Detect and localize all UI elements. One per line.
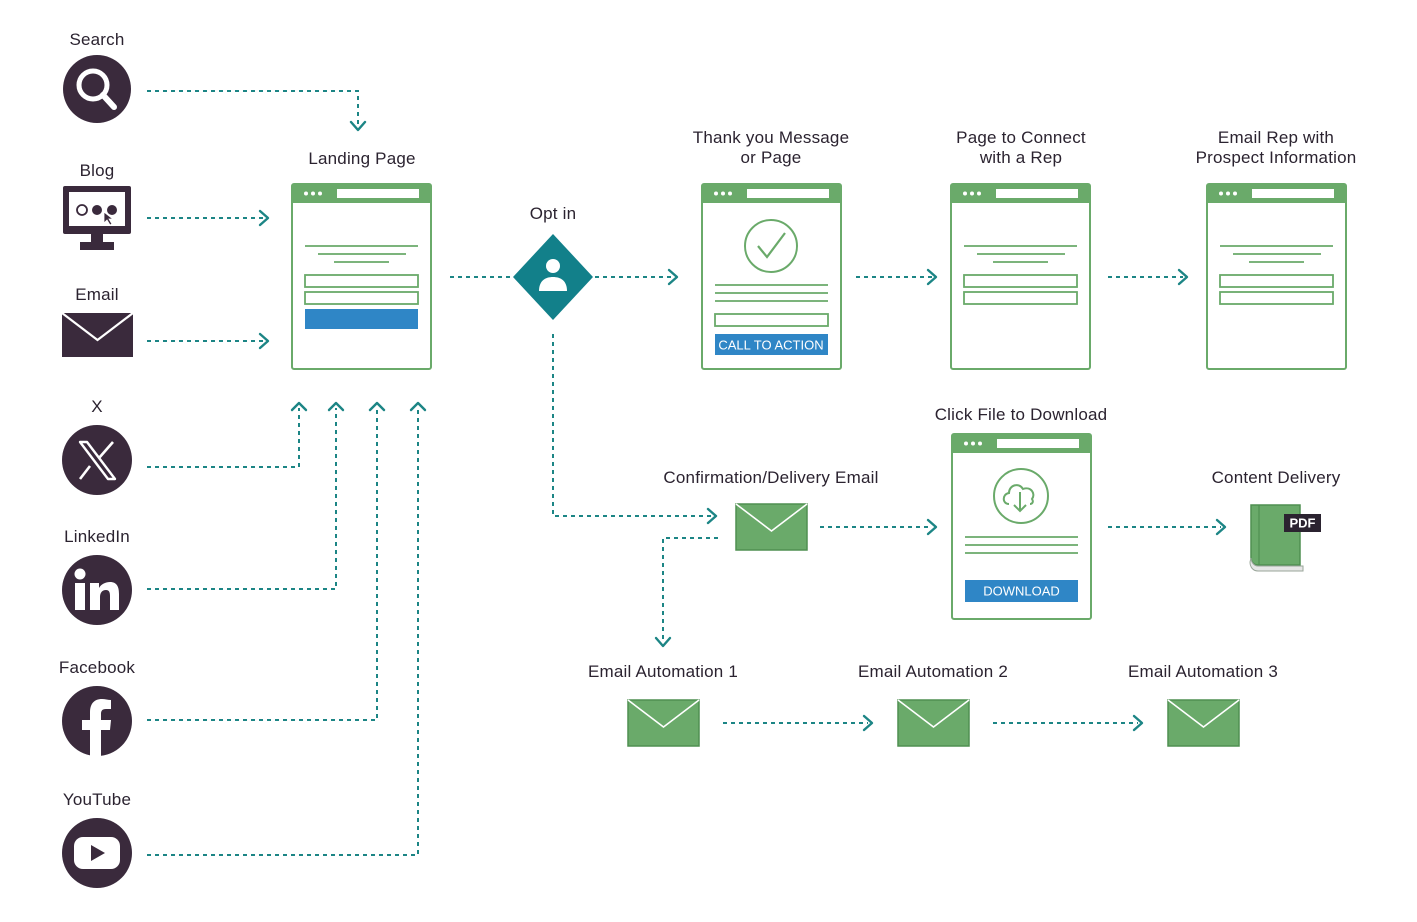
automation-3-envelope-icon (1167, 699, 1240, 747)
envelope-icon (61, 312, 134, 357)
connect-rep-title-line1: Page to Connect (956, 128, 1086, 147)
linkedin-logo-icon (62, 555, 132, 625)
cloud-download-icon (993, 468, 1049, 524)
automation-1-envelope-icon (627, 699, 700, 747)
pdf-badge: PDF (1290, 516, 1316, 531)
pdf-book-icon (1249, 504, 1321, 572)
source-label-email: Email (75, 285, 119, 304)
source-label-search: Search (69, 30, 124, 49)
landing-page-mockup (291, 183, 432, 370)
facebook-logo-icon (62, 686, 132, 756)
flow-facebook-to-landing (147, 401, 386, 721)
magnifier-icon (63, 55, 131, 123)
thank-you-title-line2: or Page (741, 148, 802, 167)
flow-connect-to-emailrep (1108, 268, 1189, 286)
thank-you-page-mockup (701, 183, 842, 370)
source-label-facebook: Facebook (59, 658, 136, 677)
flow-linkedin-to-landing (147, 401, 345, 590)
youtube-logo-icon (62, 818, 132, 888)
flow-blog-to-landing (147, 209, 270, 227)
flow-x-to-landing (147, 401, 308, 468)
flow-automation-2-to-3 (993, 714, 1144, 732)
landing-page-title: Landing Page (308, 149, 415, 168)
automation-2-title: Email Automation 2 (858, 662, 1008, 681)
email-rep-page-mockup (1206, 183, 1347, 370)
thank-you-title-line1: Thank you Message (693, 128, 849, 147)
automation-1-title: Email Automation 1 (588, 662, 738, 681)
x-logo-icon (62, 425, 132, 495)
connect-rep-title-line2: with a Rep (979, 148, 1062, 167)
flow-confirmation-to-automation1 (654, 537, 718, 648)
click-download-title: Click File to Download (935, 405, 1108, 424)
source-label-youtube: YouTube (63, 790, 131, 809)
email-rep-title-line1: Email Rep with (1218, 128, 1334, 147)
source-label-linkedin: LinkedIn (64, 527, 130, 546)
flow-automation-1-to-2 (723, 714, 874, 732)
automation-2-envelope-icon (897, 699, 970, 747)
flow-email-to-landing (147, 332, 270, 350)
confirmation-email-title: Confirmation/Delivery Email (663, 468, 878, 487)
user-icon (539, 259, 567, 291)
flow-thankyou-to-connect (856, 268, 938, 286)
checkmark-icon (744, 219, 798, 273)
flow-youtube-to-landing (147, 401, 427, 856)
content-delivery-title: Content Delivery (1212, 468, 1341, 487)
connect-rep-page-mockup (950, 183, 1091, 370)
flow-optin-to-thankyou (595, 268, 679, 286)
flow-download-to-content (1108, 518, 1227, 536)
source-label-blog: Blog (80, 161, 115, 180)
flow-confirmation-to-download (820, 518, 938, 536)
flow-search-to-landing (147, 90, 367, 132)
download-button[interactable]: DOWNLOAD (983, 584, 1060, 599)
email-rep-title-line2: Prospect Information (1196, 148, 1357, 167)
source-label-x: X (91, 397, 103, 416)
call-to-action-button[interactable]: CALL TO ACTION (718, 338, 823, 353)
monitor-icon (63, 186, 131, 250)
confirmation-envelope-icon (735, 503, 808, 551)
download-page-mockup (951, 433, 1092, 620)
opt-in-title: Opt in (530, 204, 577, 223)
automation-3-title: Email Automation 3 (1128, 662, 1278, 681)
flow-optin-to-confirmation (552, 334, 718, 525)
